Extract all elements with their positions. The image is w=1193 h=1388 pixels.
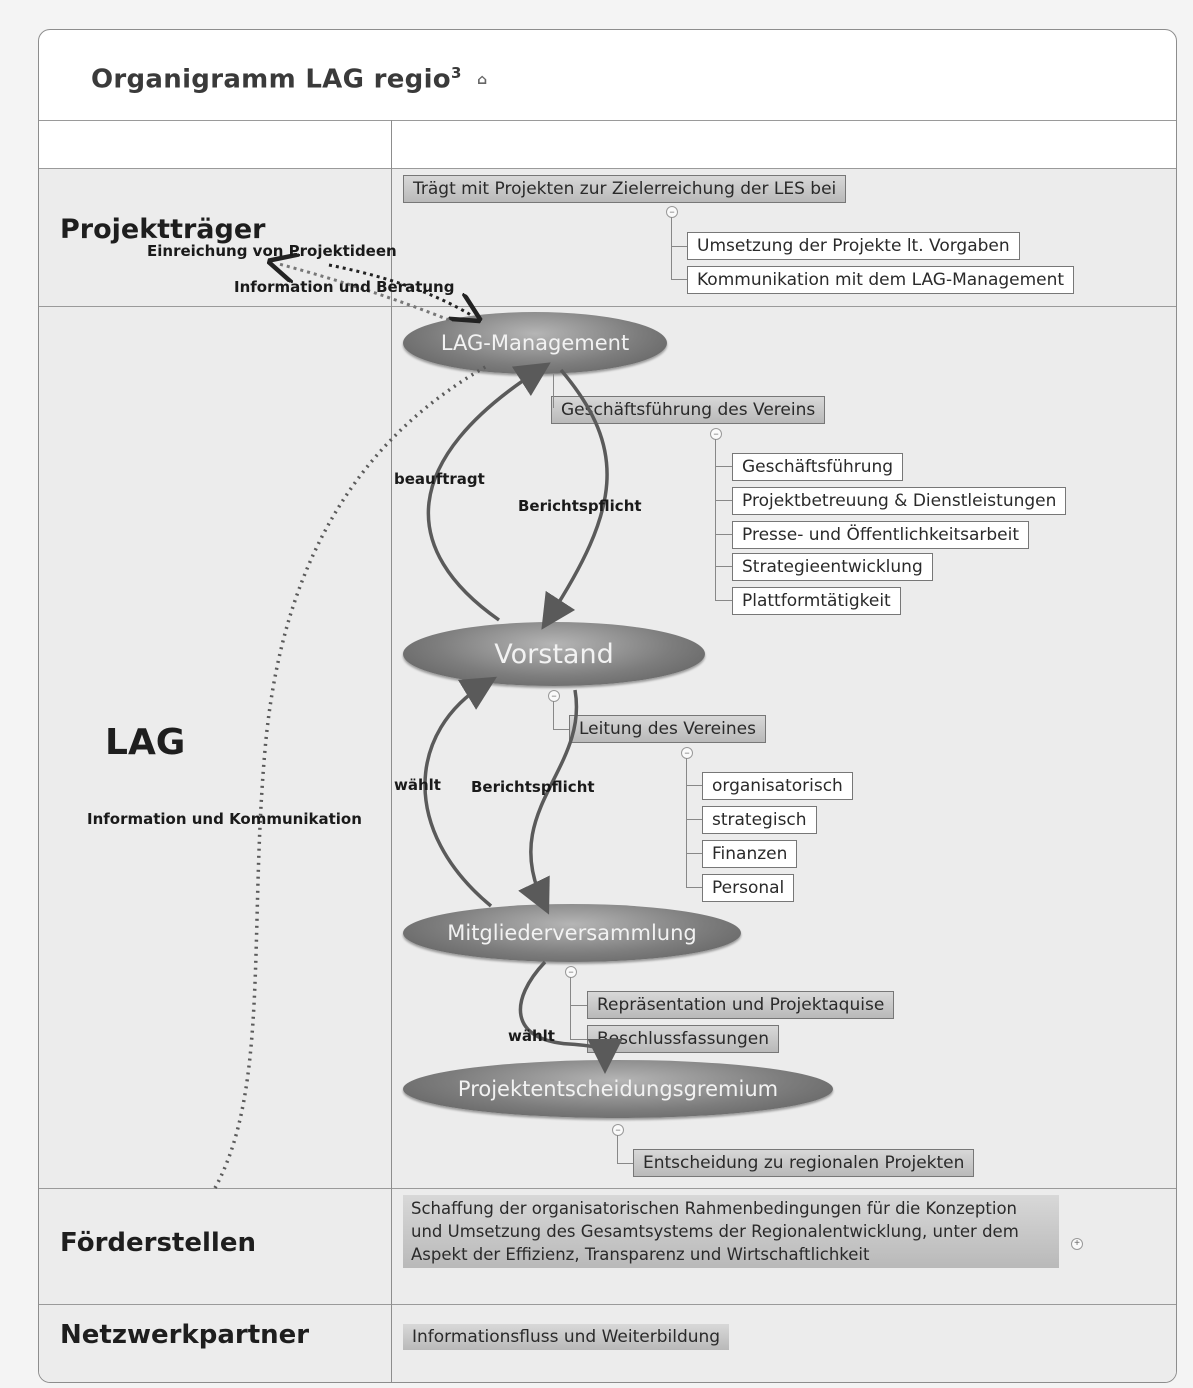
edge-waehlt-2 <box>518 960 623 1074</box>
topic-vorstand-main[interactable]: Leitung des Vereines <box>569 715 766 743</box>
connector <box>715 534 732 535</box>
topic-vorstand-sub[interactable]: strategisch <box>702 806 817 834</box>
connector <box>715 600 732 601</box>
edge-einreichung <box>328 263 471 315</box>
edge-berichtspflicht-2 <box>518 689 579 915</box>
topic-mv-sub[interactable]: Repräsentation und Projektaquise <box>587 991 895 1019</box>
collapse-icon[interactable]: − <box>681 747 693 759</box>
connector <box>715 466 732 467</box>
chart-icon[interactable]: ⌂ <box>477 72 488 89</box>
node-mitgliederversammlung[interactable]: Mitgliederversammlung <box>403 904 741 962</box>
plus-circle-icon[interactable]: + <box>1071 1238 1083 1250</box>
topic-projekttraeger-sub[interactable]: Umsetzung der Projekte lt. Vorgaben <box>687 232 1020 260</box>
connector <box>671 279 687 280</box>
page-title: Organigramm LAG regio3 ⌂ <box>91 64 487 95</box>
edge-label-waehlt-2: wählt <box>508 1027 555 1045</box>
edge-label-einreichung: Einreichung von Projektideen <box>147 242 397 260</box>
edge-label-information-beratung: Information und Beratung <box>234 278 455 296</box>
node-projektentscheidungsgremium[interactable]: Projektentscheidungsgremium <box>403 1060 833 1118</box>
edge-label-berichtspflicht-2: Berichtspflicht <box>471 778 595 796</box>
topic-projekttraeger-sub[interactable]: Kommunikation mit dem LAG-Management <box>687 266 1075 294</box>
header-row <box>39 120 1176 169</box>
topic-projekttraeger-main[interactable]: Trägt mit Projekten zur Zielerreichung d… <box>403 175 847 203</box>
edge-label-beauftragt: beauftragt <box>394 470 485 488</box>
connector <box>671 217 672 279</box>
topic-vorstand-sub[interactable]: Finanzen <box>702 840 798 868</box>
topic-management-sub[interactable]: Plattformtätigkeit <box>732 587 901 615</box>
topic-foerderstellen[interactable]: Schaffung der organisatorischen Rahmenbe… <box>403 1195 1059 1268</box>
collapse-icon[interactable]: − <box>565 966 577 978</box>
topic-management-main[interactable]: Geschäftsführung des Vereins <box>551 396 826 424</box>
lane-label-lag: LAG <box>105 722 186 763</box>
edge-information-beratung <box>279 264 450 322</box>
connector <box>553 729 569 730</box>
connector <box>715 500 732 501</box>
topic-management-sub[interactable]: Projektbetreuung & Dienstleistungen <box>732 487 1067 515</box>
connector <box>570 977 571 1039</box>
topic-netzwerkpartner[interactable]: Informationsfluss und Weiterbildung <box>403 1324 730 1350</box>
connector <box>715 566 732 567</box>
topic-vorstand-sub[interactable]: organisatorisch <box>702 772 853 800</box>
connector <box>553 374 554 408</box>
lane-label-foerderstellen: Förderstellen <box>60 1228 256 1258</box>
connector <box>617 1135 618 1163</box>
edge-berichtspflicht-1 <box>541 368 609 630</box>
edge-beauftragt <box>426 362 551 622</box>
topic-management-sub[interactable]: Presse- und Öffentlichkeitsarbeit <box>732 521 1030 549</box>
collapse-icon[interactable]: − <box>666 206 678 218</box>
lane-label-projekttraeger: Projektträger <box>60 214 266 245</box>
node-vorstand[interactable]: Vorstand <box>403 622 705 686</box>
lane-divider <box>391 120 392 1382</box>
title-text: Organigramm LAG regio <box>91 64 451 95</box>
org-chart-frame: Organigramm LAG regio3 ⌂ Projektträger L… <box>38 29 1177 1383</box>
edge-waehlt-1 <box>423 676 497 908</box>
connector <box>686 758 687 888</box>
title-superscript: 3 <box>450 64 462 82</box>
connector <box>715 439 716 601</box>
topic-management-sub[interactable]: Strategieentwicklung <box>732 553 933 581</box>
collapse-icon[interactable]: − <box>612 1124 624 1136</box>
connector <box>686 853 702 854</box>
edge-label-waehlt-1: wählt <box>394 776 441 794</box>
collapse-icon[interactable]: − <box>710 428 722 440</box>
connector <box>570 1039 587 1040</box>
edge-information-kommunikation <box>213 364 488 1189</box>
connector <box>686 819 702 820</box>
relationship-arrows <box>213 30 623 1189</box>
connector <box>617 1163 633 1164</box>
topic-peg-sub[interactable]: Entscheidung zu regionalen Projekten <box>633 1149 975 1177</box>
collapse-icon[interactable]: − <box>548 690 560 702</box>
connector <box>570 1005 587 1006</box>
connector <box>553 701 554 729</box>
connector <box>671 246 687 247</box>
connector <box>686 887 702 888</box>
lane-label-netzwerkpartner: Netzwerkpartner <box>60 1320 310 1350</box>
edge-label-information-kommunikation: Information und Kommunikation <box>87 810 362 828</box>
topic-vorstand-sub[interactable]: Personal <box>702 874 795 902</box>
edge-label-berichtspflicht-1: Berichtspflicht <box>518 497 642 515</box>
topic-management-sub[interactable]: Geschäftsführung <box>732 453 904 481</box>
connector <box>686 785 702 786</box>
